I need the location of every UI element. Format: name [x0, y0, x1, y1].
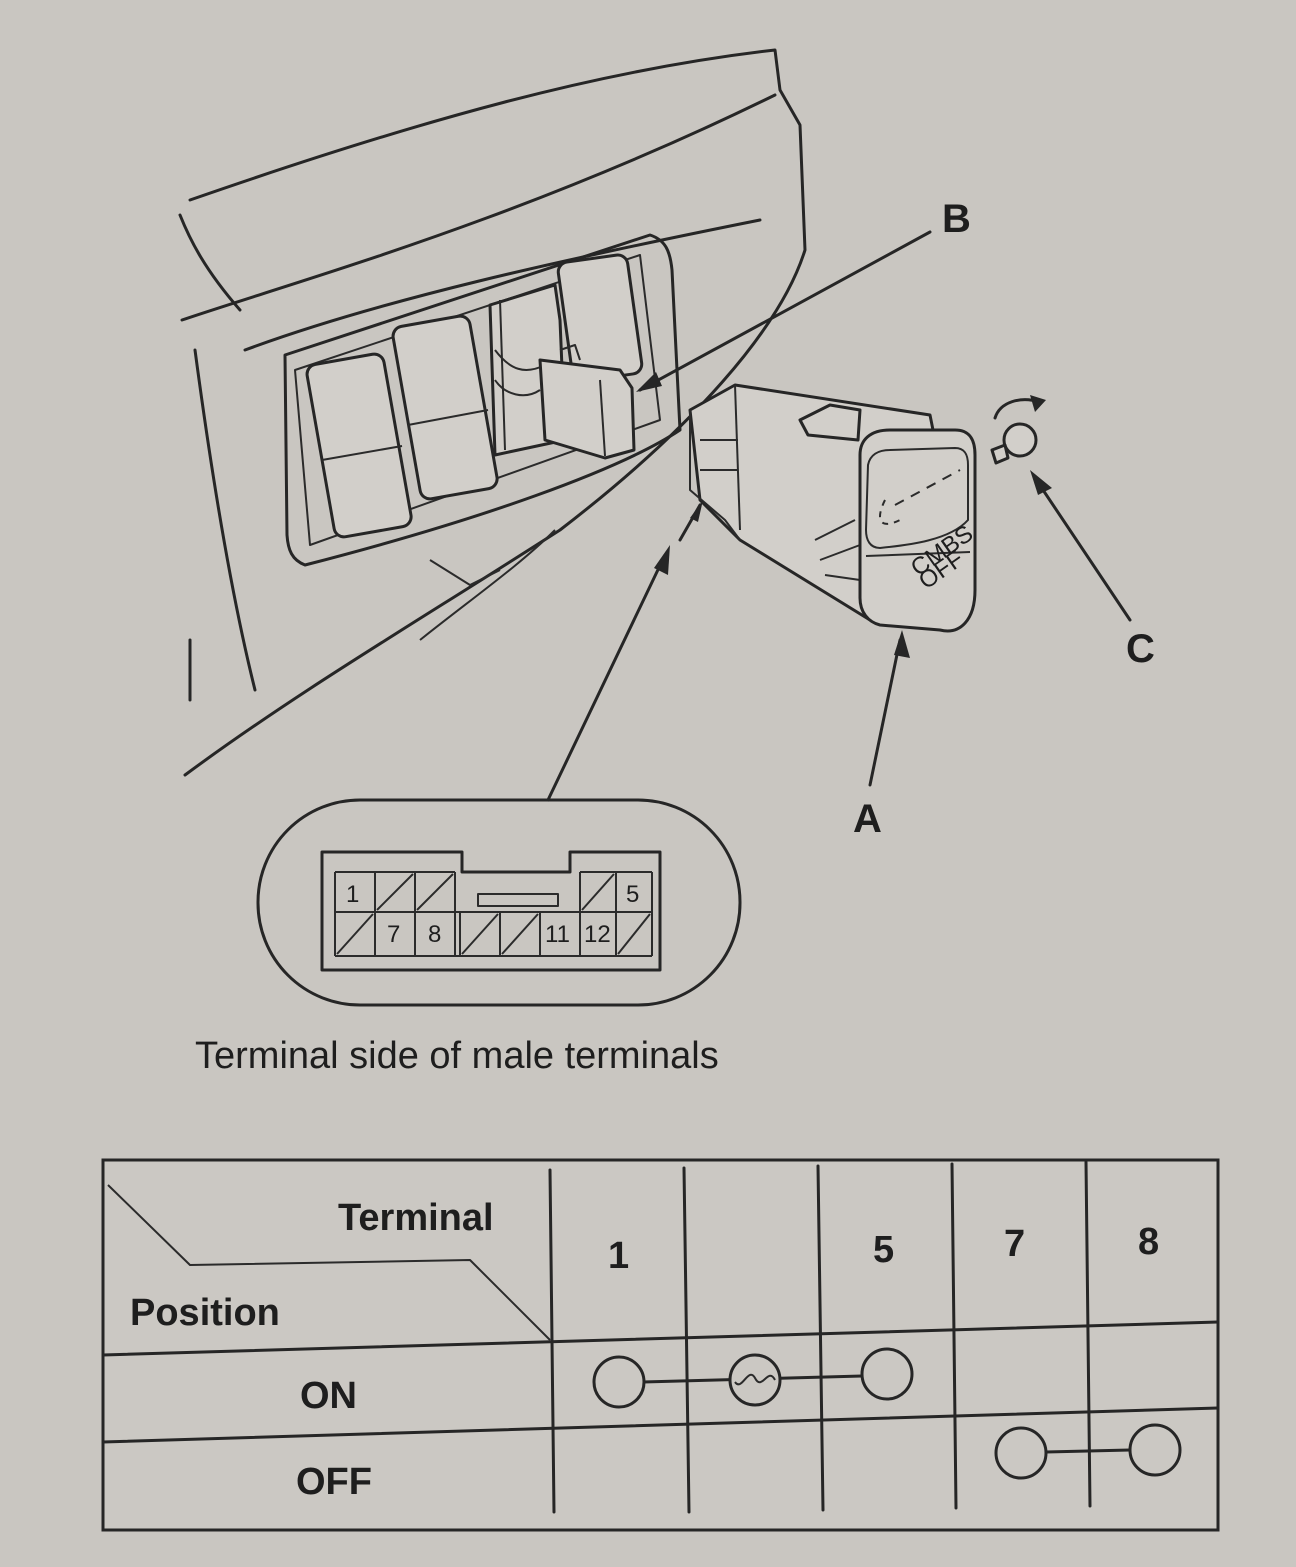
- row-divider-1: [101, 1406, 1220, 1444]
- terminal-1-on-node: [592, 1355, 646, 1409]
- callout-b: B: [636, 197, 971, 392]
- col-divider-2: [816, 1164, 825, 1512]
- header-diagonal: [107, 1184, 551, 1341]
- header-position: Position: [130, 1292, 280, 1334]
- connector-pointer: [546, 500, 703, 802]
- blank-switch-2: [391, 314, 499, 501]
- terminal-8-header: 8: [1138, 1221, 1159, 1263]
- connector-top-row: 1 5: [334, 871, 653, 956]
- col-divider-1: [682, 1166, 691, 1514]
- on-continuity: [592, 1347, 914, 1409]
- position-on-label: ON: [300, 1375, 357, 1417]
- terminal-7-off-node: [994, 1426, 1048, 1480]
- callout-b-label: B: [942, 197, 971, 241]
- terminal-5-header: 5: [873, 1229, 894, 1271]
- continuity-table: Terminal Position 1 5 7 8 ON OFF: [101, 1158, 1220, 1532]
- terminal-7-header: 7: [1004, 1223, 1025, 1265]
- header-terminal: Terminal: [338, 1197, 494, 1239]
- pin-8-label: 8: [428, 921, 441, 948]
- indicator-bulb-c: [990, 395, 1046, 465]
- blank-switch-1: [305, 352, 413, 539]
- cmbs-switch-a: CMBS OFF: [688, 383, 978, 633]
- connector-outline-oval: [256, 798, 742, 1007]
- harness-connector-b: [494, 344, 636, 460]
- terminal-8-off-node: [1128, 1423, 1182, 1477]
- pin-7-label: 7: [387, 921, 400, 948]
- connector-caption: Terminal side of male terminals: [195, 1035, 719, 1077]
- table-border: [101, 1158, 1220, 1532]
- callout-c-label: C: [1126, 627, 1155, 671]
- row-divider-0: [101, 1320, 1220, 1357]
- off-continuity: [994, 1423, 1182, 1480]
- col-divider-3: [950, 1162, 958, 1510]
- callout-a-label: A: [853, 797, 882, 841]
- dashboard-panel: [178, 48, 807, 777]
- col-divider-4: [1084, 1160, 1092, 1508]
- connector-bottom-row: 7 8 11 12: [335, 912, 652, 957]
- terminal-1-header: 1: [608, 1235, 629, 1277]
- callout-a: A: [853, 630, 910, 841]
- pin-1-label: 1: [346, 881, 359, 908]
- terminal-5-on-node: [860, 1347, 914, 1401]
- pin-12-label: 12: [584, 921, 611, 948]
- pin-11-label: 11: [545, 921, 570, 948]
- connector-face-view: 1 5 7 8 11 12 Terminal side of male term…: [195, 798, 742, 1077]
- callout-c: C: [1030, 470, 1155, 671]
- pin-5-label: 5: [626, 881, 639, 908]
- position-off-label: OFF: [296, 1461, 372, 1503]
